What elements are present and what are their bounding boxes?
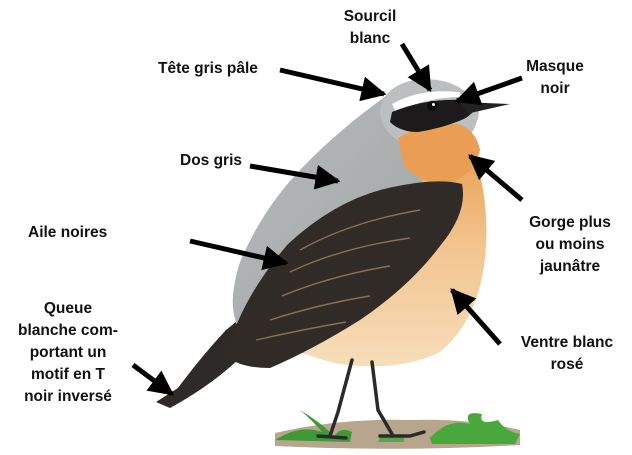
beak [462,102,510,114]
arrow-queue [133,365,172,394]
label-gorge: Gorge plus ou moins jaunâtre [512,212,628,278]
label-ventre: Ventre blanc rosé [504,332,630,376]
label-aile: Aile noires [28,222,138,244]
arrow-tete [280,70,384,94]
label-masque: Masque noir [510,56,600,100]
eye-highlight [432,103,435,106]
label-queue: Queue blanche com- portant un motif en T… [0,298,136,408]
label-tete: Tête gris pâle [158,58,288,80]
label-dos: Dos gris [180,150,260,172]
eye [427,101,437,111]
label-sourcil: Sourcil blanc [330,6,410,50]
ground [275,410,520,449]
